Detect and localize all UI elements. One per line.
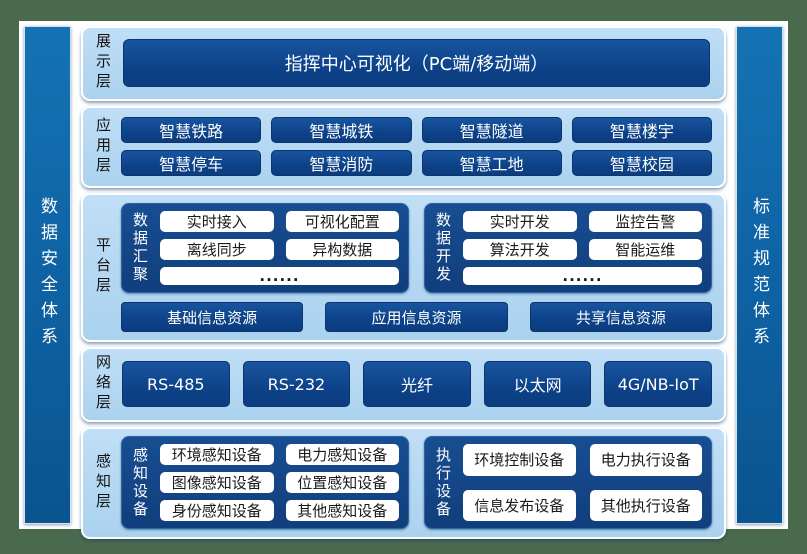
data-aggregation-group-label: 数据汇聚 xyxy=(131,212,149,284)
resource-item: 应用信息资源 xyxy=(325,302,508,332)
data-development-group: 数据开发 实时开发 监控告警 算法开发 智能运维 ...... xyxy=(424,203,712,293)
sensing-devices-group-label: 感知设备 xyxy=(131,446,149,519)
device-item: 环境控制设备 xyxy=(463,444,576,476)
network-item: 以太网 xyxy=(483,361,592,407)
data-development-items: 实时开发 监控告警 算法开发 智能运维 ...... xyxy=(463,211,702,285)
app-item: 智慧校园 xyxy=(571,150,712,176)
app-item: 智慧工地 xyxy=(421,150,562,176)
app-item: 智慧城铁 xyxy=(271,117,412,143)
presentation-layer-panel: 展示层 指挥中心可视化（PC端/移动端） xyxy=(81,26,726,101)
capability-item: 离线同步 xyxy=(160,239,274,260)
layer-stack: 展示层 指挥中心可视化（PC端/移动端） 应用层 智慧铁路 智慧城铁 智慧隧道 … xyxy=(81,26,726,539)
capability-item: 可视化配置 xyxy=(285,211,399,232)
platform-layer-body: 数据汇聚 实时接入 可视化配置 离线同步 异构数据 ...... xyxy=(117,200,712,334)
network-item: RS-485 xyxy=(122,361,230,407)
device-item: 电力执行设备 xyxy=(589,444,702,476)
device-item: 信息发布设备 xyxy=(463,489,576,521)
diagram-inner-frame: 数据安全体系 展示层 指挥中心可视化（PC端/移动端） 应用层 智慧铁路 xyxy=(19,21,788,539)
device-item: 环境感知设备 xyxy=(160,444,274,465)
capability-item: 智能运维 xyxy=(588,239,702,260)
presentation-layer-body: 指挥中心可视化（PC端/移动端） xyxy=(117,33,712,93)
platform-content: 数据汇聚 实时接入 可视化配置 离线同步 异构数据 ...... xyxy=(117,200,712,334)
capability-item: 实时接入 xyxy=(160,211,274,232)
perception-layer-body: 感知设备 环境感知设备 电力感知设备 图像感知设备 位置感知设备 身份感知设备 … xyxy=(117,434,712,531)
platform-layer-panel: 平台层 数据汇聚 实时接入 可视化配置 xyxy=(81,193,726,342)
ellipsis-item: ...... xyxy=(463,267,702,285)
standard-specification-sidebar: 标准规范体系 xyxy=(736,26,783,524)
perception-layer-panel: 感知层 感知设备 环境感知设备 电力感知设备 图像感知设备 位置 xyxy=(81,427,726,539)
data-development-group-label: 数据开发 xyxy=(434,212,452,284)
sensing-devices-items: 环境感知设备 电力感知设备 图像感知设备 位置感知设备 身份感知设备 其他感知设… xyxy=(160,444,399,521)
device-item: 身份感知设备 xyxy=(160,500,274,521)
capability-item: 监控告警 xyxy=(588,211,702,232)
network-layer-label: 网络层 xyxy=(94,354,112,414)
command-center-title-bar: 指挥中心可视化（PC端/移动端） xyxy=(123,39,710,87)
capability-item: 异构数据 xyxy=(285,239,399,260)
data-security-sidebar: 数据安全体系 xyxy=(24,26,71,524)
platform-layer-label: 平台层 xyxy=(94,237,112,297)
application-grid: 智慧铁路 智慧城铁 智慧隧道 智慧楼宇 智慧停车 智慧消防 智慧工地 智慧校园 xyxy=(117,113,712,180)
presentation-layer-label: 展示层 xyxy=(94,33,112,93)
device-item: 电力感知设备 xyxy=(285,444,399,465)
application-layer-body: 智慧铁路 智慧城铁 智慧隧道 智慧楼宇 智慧停车 智慧消防 智慧工地 智慧校园 xyxy=(117,113,712,180)
device-item: 其他执行设备 xyxy=(589,489,702,521)
network-layer-body: RS-485 RS-232 光纤 以太网 4G/NB-IoT xyxy=(117,354,712,414)
app-item: 智慧隧道 xyxy=(421,117,562,143)
app-item: 智慧铁路 xyxy=(121,117,262,143)
device-item: 位置感知设备 xyxy=(285,472,399,493)
app-item: 智慧停车 xyxy=(121,150,262,176)
network-item: 4G/NB-IoT xyxy=(604,361,712,407)
perception-groups-row: 感知设备 环境感知设备 电力感知设备 图像感知设备 位置感知设备 身份感知设备 … xyxy=(117,434,712,531)
app-item: 智慧消防 xyxy=(271,150,412,176)
resource-item: 共享信息资源 xyxy=(529,302,712,332)
device-item: 其他感知设备 xyxy=(285,500,399,521)
data-aggregation-items: 实时接入 可视化配置 离线同步 异构数据 ...... xyxy=(160,211,399,285)
information-resources-row: 基础信息资源 应用信息资源 共享信息资源 xyxy=(121,302,712,332)
data-security-sidebar-label: 数据安全体系 xyxy=(37,197,57,353)
execution-devices-group: 执行设备 环境控制设备 电力执行设备 信息发布设备 其他执行设备 xyxy=(424,436,712,529)
platform-groups-row: 数据汇聚 实时接入 可视化配置 离线同步 异构数据 ...... xyxy=(121,203,712,293)
network-item: 光纤 xyxy=(363,361,471,407)
capability-item: 算法开发 xyxy=(463,239,577,260)
capability-item: 实时开发 xyxy=(463,211,577,232)
network-items-row: RS-485 RS-232 光纤 以太网 4G/NB-IoT xyxy=(117,354,712,414)
ellipsis-item: ...... xyxy=(160,267,399,285)
network-layer-panel: 网络层 RS-485 RS-232 光纤 以太网 4G/NB-IoT xyxy=(81,347,726,422)
resource-item: 基础信息资源 xyxy=(121,302,304,332)
application-layer-label: 应用层 xyxy=(94,116,112,177)
network-item: RS-232 xyxy=(242,361,351,407)
data-aggregation-group: 数据汇聚 实时接入 可视化配置 离线同步 异构数据 ...... xyxy=(121,203,409,293)
perception-layer-label: 感知层 xyxy=(94,452,112,513)
device-item: 图像感知设备 xyxy=(160,472,274,493)
execution-devices-items: 环境控制设备 电力执行设备 信息发布设备 其他执行设备 xyxy=(463,444,702,521)
sensing-devices-group: 感知设备 环境感知设备 电力感知设备 图像感知设备 位置感知设备 身份感知设备 … xyxy=(121,436,409,529)
app-item: 智慧楼宇 xyxy=(571,117,712,143)
application-layer-panel: 应用层 智慧铁路 智慧城铁 智慧隧道 智慧楼宇 智慧停车 智慧消防 智慧工地 智… xyxy=(81,106,726,188)
execution-devices-group-label: 执行设备 xyxy=(434,446,452,519)
standard-specification-sidebar-label: 标准规范体系 xyxy=(749,197,769,353)
